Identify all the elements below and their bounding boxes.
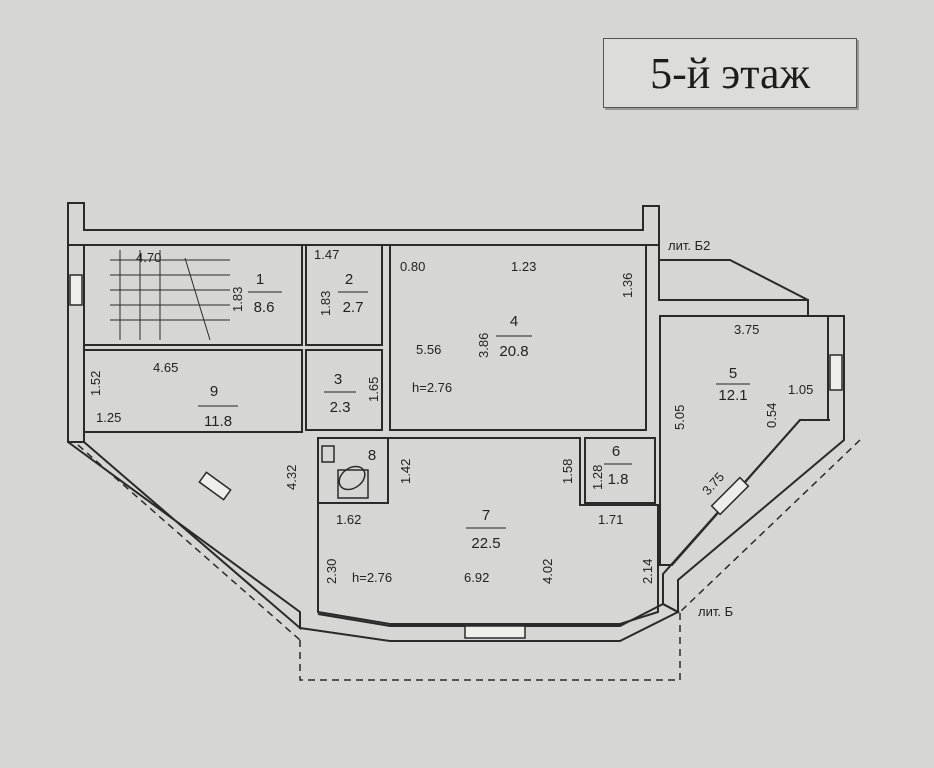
room9-slant-wall [67,441,301,631]
dim-3-75a: 3.75 [734,322,759,337]
dim-2-30: 2.30 [324,559,339,584]
room-area: 12.1 [718,387,747,404]
room-number: 6 [612,443,620,460]
dim-4-65: 4.65 [153,360,178,375]
dashed-outline-left [77,444,301,641]
dim-1-42: 1.42 [398,459,413,484]
room-area: 2.7 [343,299,364,316]
room1-outline [83,244,303,346]
dim-1-47: 1.47 [314,247,339,262]
room-area: 1.8 [608,471,629,488]
room9-outline [83,349,303,433]
room-number: 9 [210,383,218,400]
room-area: 2.3 [330,399,351,416]
staircase [110,250,230,341]
room-number: 1 [256,271,264,288]
dim-1-25: 1.25 [96,410,121,425]
floor-title: 5-й этаж [603,38,857,108]
dim-1-58: 1.58 [560,459,575,484]
room-number: 2 [345,271,353,288]
dim-1-62: 1.62 [336,512,361,527]
dashed-outline-bottom [299,612,681,681]
window-room5-slant [710,476,750,516]
room-number: 8 [368,447,376,464]
ceiling-height-2: h=2.76 [352,570,392,585]
room-area: 8.6 [254,299,275,316]
top-wall [67,202,660,246]
toilet-fixture [321,445,369,499]
stair-b2 [659,259,809,301]
room-number: 4 [510,313,518,330]
dim-1-23: 1.23 [511,259,536,274]
label-lit-b2: лит. Б2 [668,238,710,253]
right-slant-wall [662,419,845,614]
room2-outline [305,244,383,346]
dim-1-83b: 1.83 [318,291,333,316]
dim-2-14: 2.14 [640,559,655,584]
right-upper-wall [658,245,845,420]
window-room9 [198,471,232,501]
dim-1-83a: 1.83 [230,287,245,312]
dashed-outline-right [679,439,861,613]
room7-outline [317,437,659,625]
room-area: 20.8 [499,343,528,360]
room4-outline [389,244,647,431]
ceiling-height-1: h=2.76 [412,380,452,395]
window-room5 [829,354,843,391]
dim-1-71: 1.71 [598,512,623,527]
dim-1-28: 1.28 [590,465,605,490]
room5-outline [659,315,829,566]
dim-1-52: 1.52 [88,371,103,396]
room-number: 7 [482,507,490,524]
dim-1-65: 1.65 [366,377,381,402]
room-area: 11.8 [204,413,232,430]
room6-outline [584,437,656,504]
room-area: 22.5 [471,535,500,552]
dim-1-36: 1.36 [620,273,635,298]
room-number: 5 [729,365,737,382]
dim-4-70: 4.70 [136,250,161,265]
dim-1-05: 1.05 [788,382,813,397]
window-left [69,274,83,306]
dim-3-86: 3.86 [476,333,491,358]
dim-6-92: 6.92 [464,570,489,585]
dim-4-32: 4.32 [284,465,299,490]
room8-outline [317,437,389,504]
dim-4-02: 4.02 [540,559,555,584]
dim-0-80: 0.80 [400,259,425,274]
window-bottom [464,625,526,639]
dim-5-56: 5.56 [416,342,441,357]
room-number: 3 [334,371,342,388]
dim-5-05: 5.05 [672,405,687,430]
dim-0-54: 0.54 [764,403,779,428]
room3-outline [305,349,383,431]
label-lit-b: лит. Б [698,604,733,619]
